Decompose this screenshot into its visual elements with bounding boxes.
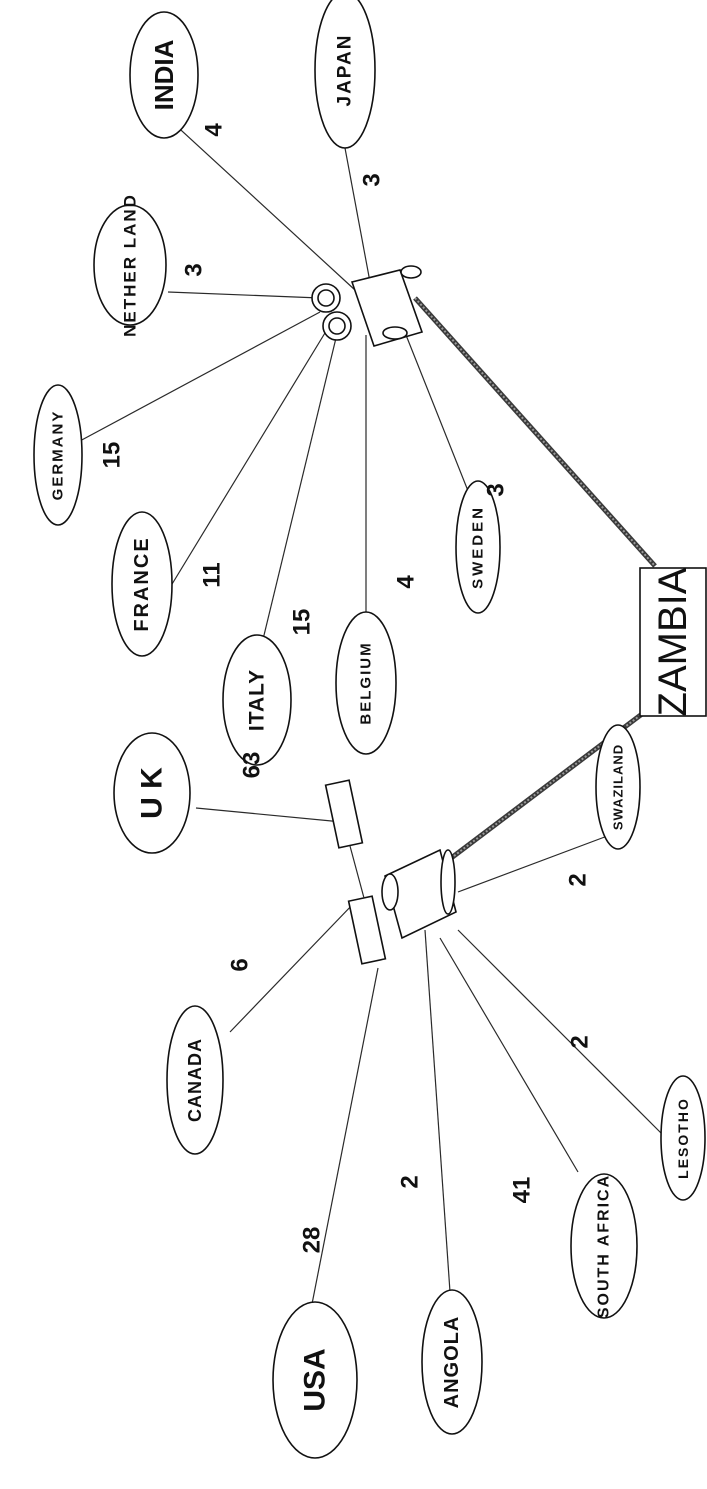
link-lesotho xyxy=(458,930,662,1134)
count-japan: 3 xyxy=(359,173,386,186)
link-swaziland xyxy=(458,832,618,892)
count-sweden: 3 xyxy=(483,483,510,496)
node-india: INDIA xyxy=(130,12,198,138)
node-japan: JAPAN xyxy=(315,0,375,148)
country-label-india: INDIA xyxy=(149,39,179,110)
count-lesotho: 2 xyxy=(567,1035,594,1048)
count-germany: 15 xyxy=(99,442,126,469)
link-germany xyxy=(78,312,320,442)
country-label-south-africa: SOUTH AFRICA xyxy=(596,1174,613,1318)
country-label-usa: USA xyxy=(299,1348,332,1411)
node-belgium: BELGIUM xyxy=(336,612,396,754)
count-netherland: 3 xyxy=(181,263,208,276)
center-node: ZAMBIA xyxy=(640,567,706,716)
east-hub xyxy=(312,266,422,346)
count-canada: 6 xyxy=(227,958,254,971)
node-france: FRANCE xyxy=(112,512,172,656)
east-countries: INDIA 4 JAPAN 3 NETHER LAND 3 GERMANY 15… xyxy=(34,0,510,765)
node-netherland: NETHER LAND xyxy=(94,193,166,337)
center-label: ZAMBIA xyxy=(651,567,695,716)
count-india: 4 xyxy=(201,123,228,137)
count-south-africa: 41 xyxy=(509,1177,536,1204)
node-germany: GERMANY xyxy=(34,385,82,525)
country-label-sweden: SWEDEN xyxy=(470,505,487,589)
west-countries: U K 63 CANADA 6 USA 28 ANGOLA 2 SOUTH AF… xyxy=(114,725,705,1458)
east-hub-reel-inner-1 xyxy=(318,290,334,306)
link-uk xyxy=(196,808,342,822)
node-south-africa: SOUTH AFRICA xyxy=(571,1174,637,1318)
country-label-japan: JAPAN xyxy=(335,34,356,107)
count-swaziland: 2 xyxy=(565,873,592,886)
country-label-uk: U K xyxy=(136,767,169,819)
link-netherland xyxy=(168,292,320,298)
node-sweden: SWEDEN xyxy=(456,481,500,613)
link-southafrica xyxy=(440,938,578,1172)
count-angola: 2 xyxy=(397,1175,424,1188)
count-italy: 15 xyxy=(289,609,316,636)
country-label-canada: CANADA xyxy=(185,1038,205,1122)
count-belgium: 4 xyxy=(393,575,420,589)
node-italy: ITALY xyxy=(223,635,291,765)
count-france: 11 xyxy=(199,562,226,587)
country-label-italy: ITALY xyxy=(246,669,269,731)
link-angola xyxy=(425,930,450,1292)
count-uk: 63 xyxy=(239,752,266,779)
node-angola: ANGOLA xyxy=(422,1290,482,1434)
west-hub-panel-top xyxy=(326,780,363,848)
node-lesotho: LESOTHO xyxy=(661,1076,705,1200)
country-label-belgium: BELGIUM xyxy=(358,641,375,724)
west-hub xyxy=(326,780,456,964)
east-hub-reel-inner-2 xyxy=(329,318,345,334)
west-hub-panel-bottom xyxy=(349,896,386,964)
node-usa: USA xyxy=(273,1302,357,1458)
node-uk: U K xyxy=(114,733,190,853)
link-japan xyxy=(345,148,370,282)
count-usa: 28 xyxy=(299,1227,326,1254)
link-france xyxy=(166,328,328,594)
country-label-germany: GERMANY xyxy=(50,410,67,501)
country-label-lesotho: LESOTHO xyxy=(675,1097,691,1179)
country-label-france: FRANCE xyxy=(131,536,153,631)
node-swaziland: SWAZILAND xyxy=(596,725,640,849)
node-canada: CANADA xyxy=(167,1006,223,1154)
country-label-netherland: NETHER LAND xyxy=(121,193,140,337)
country-label-angola: ANGOLA xyxy=(441,1316,463,1409)
country-label-swaziland: SWAZILAND xyxy=(611,744,626,830)
